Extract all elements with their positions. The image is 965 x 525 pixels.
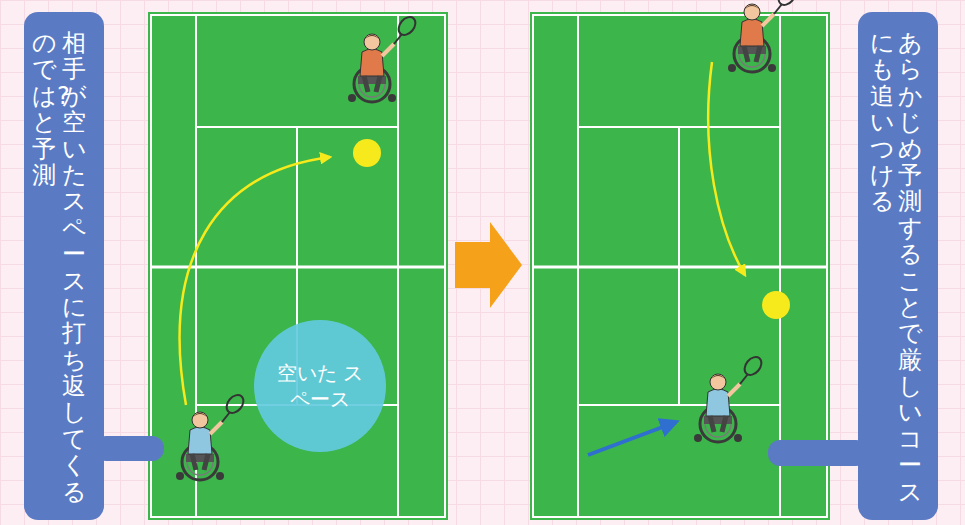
vertical-callout-text: 相手が空いたスペースに打ち返してくる [62,30,86,505]
vertical-callout-text: にも追いつける [870,30,894,215]
vertical-callout-text: あらかじめ予測することで厳しいコース [898,30,922,505]
vertical-callout-text: のでは?と予測 [32,30,56,188]
callout-band: 相手が空いたスペースに打ち返してくるのでは?と予測 [24,12,104,520]
circle-label: 空いた スペース [272,360,368,412]
callout-band: あらかじめ予測することで厳しいコースにも追いつける [858,12,938,520]
empty-space-circle: 空いた スペース [254,320,386,452]
